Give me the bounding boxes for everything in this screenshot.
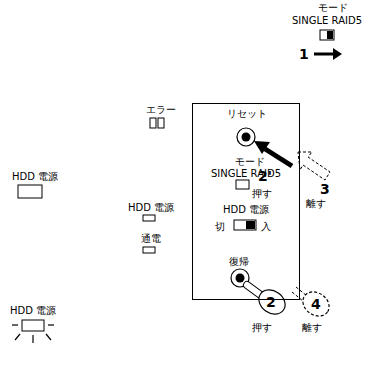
mode-switch [320, 30, 334, 40]
switch-knob [246, 221, 255, 229]
hdd-power-switch [234, 220, 256, 230]
hdd-power-led [18, 185, 42, 198]
switch-label: 入 [261, 221, 271, 233]
callout-number: 1 [299, 46, 309, 62]
releasing-hand [298, 287, 334, 321]
button-label: 復帰 [229, 256, 249, 268]
mode-label: SINGLE RAID5 [292, 15, 362, 27]
led-label: エラー [146, 104, 176, 116]
led-label: HDD 電源 [12, 171, 58, 183]
control-panel: リセットモードSINGLE RAID5HDD 電源切入復帰 [192, 103, 300, 300]
switch-knob [327, 31, 333, 39]
mode-label: モード [318, 2, 348, 14]
action-label: 押す [252, 322, 272, 334]
error-led [150, 118, 156, 128]
switch-label: モード [235, 156, 265, 168]
power-led [143, 247, 155, 253]
lit-led [22, 320, 44, 331]
recover-button-core [236, 274, 245, 283]
action-label: 押す [252, 188, 272, 200]
action-label: 離す [306, 198, 326, 210]
panel-mode-switch [236, 180, 249, 189]
slide-arrow [314, 53, 334, 56]
switch-label: HDD 電源 [223, 204, 269, 216]
push-arrowhead [254, 141, 270, 154]
led-rays [12, 325, 54, 343]
action-label: 離す [302, 322, 322, 334]
push-arrow [262, 147, 292, 166]
error-led [158, 118, 164, 128]
release-arrow [298, 152, 330, 180]
callout-number: 4 [311, 296, 321, 312]
hdd-power-led [143, 215, 155, 221]
switch-label: 切 [215, 221, 225, 233]
callout-number: 2 [266, 294, 276, 310]
led-label: HDD 電源 [128, 202, 174, 214]
slide-arrowhead [333, 48, 342, 60]
reset-button-core [242, 133, 251, 142]
reset-button [237, 128, 255, 146]
led-label: HDD 電源 [10, 305, 56, 317]
callout-number: 2' [258, 168, 272, 184]
callout-number: 3 [320, 181, 330, 197]
pushing-hand [254, 285, 290, 319]
led-label: 通電 [141, 233, 161, 245]
button-label: リセット [227, 108, 267, 120]
